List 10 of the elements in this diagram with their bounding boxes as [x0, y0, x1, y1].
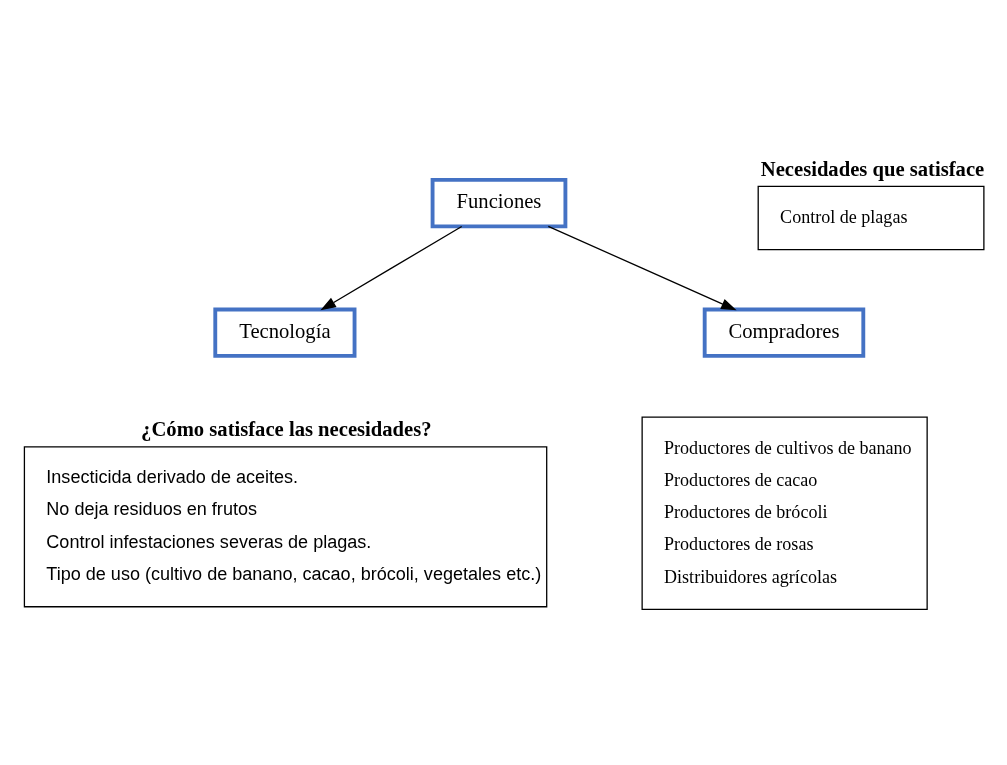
node-box: Tecnología: [213, 307, 357, 358]
node-box: Insecticida derivado de aceites. No deja residuos en frutos Control infestaciones severas de plagas. Tipo de uso (cultivo de banano, cacao, brócoli, vegetales etc.): [23, 445, 548, 607]
arrow: [320, 225, 463, 310]
node-box: Compradores: [702, 307, 866, 358]
node-box: Funciones: [430, 177, 568, 228]
node-box: Productores de cultivos de banano Productores de cacao Productores de brócoli Productores de rosas Distribuidores agrícolas: [641, 416, 928, 610]
node-label: Necesidades que satisface: [760, 157, 985, 180]
arrow: [547, 225, 737, 310]
node-box: Control de plagas: [757, 185, 985, 250]
node-label: ¿Cómo satisface las necesidades?: [141, 417, 432, 440]
